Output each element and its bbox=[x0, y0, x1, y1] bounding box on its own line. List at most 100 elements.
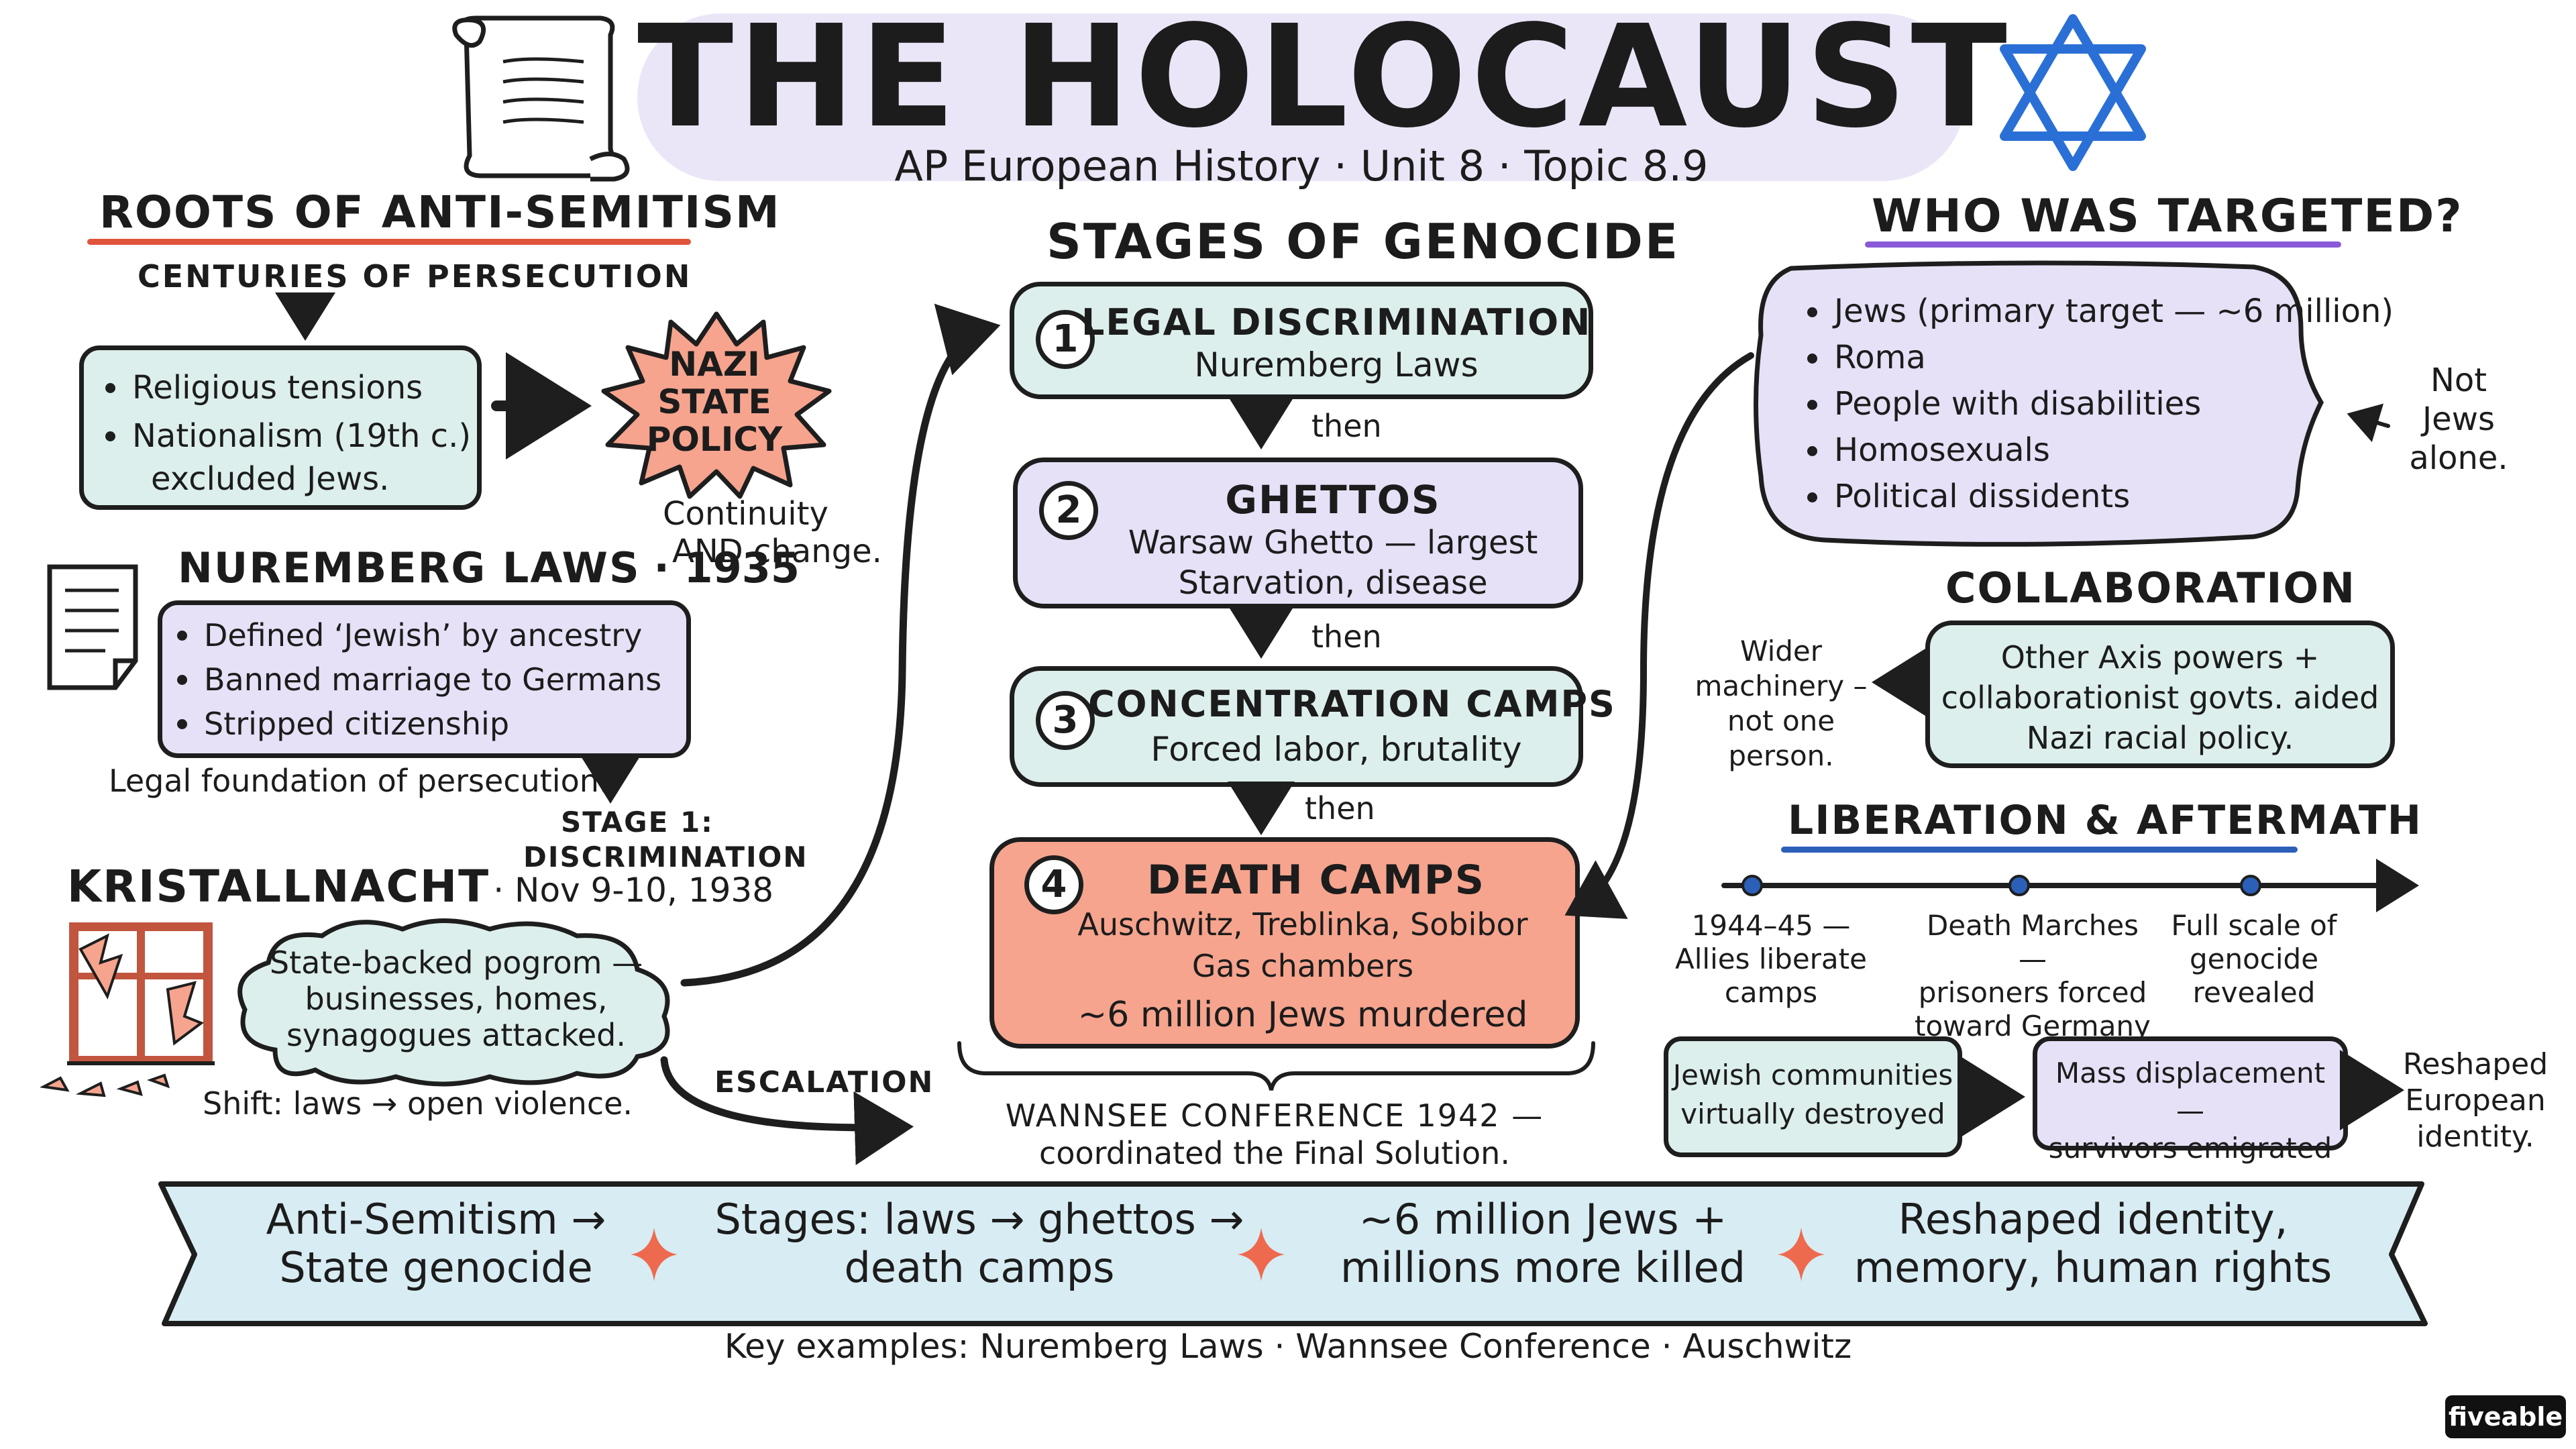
liberation-heading: LIBERATION & AFTERMATH bbox=[1788, 797, 2422, 844]
targeted-list: Jews (primary target — ~6 million) Roma … bbox=[1792, 288, 2394, 520]
event-line: prisoners forced bbox=[1918, 976, 2147, 1009]
stage-number: 4 bbox=[1024, 855, 1083, 914]
shift-note: Shift: laws → open violence. bbox=[203, 1085, 633, 1122]
targeted-item: Homosexuals bbox=[1807, 427, 2394, 474]
wider-machinery-note: Wider machinery – not one person. bbox=[1684, 634, 1878, 773]
targeted-item: People with disabilities bbox=[1807, 381, 2394, 427]
stage-number: 2 bbox=[1039, 481, 1098, 540]
event-line: genocide bbox=[2189, 943, 2319, 975]
aftermath-line: Jewish communities bbox=[1672, 1059, 1953, 1091]
then-label: then bbox=[1311, 408, 1382, 444]
wannsee-note: WANNSEE CONFERENCE 1942 — coordinated th… bbox=[973, 1097, 1576, 1172]
collab-line: collaborationist govts. aided bbox=[1941, 680, 2379, 716]
event-line: camps bbox=[1724, 976, 1818, 1009]
cloud-line: State-backed pogrom — bbox=[269, 945, 643, 981]
nuremberg-year: · 1935 bbox=[653, 543, 800, 592]
aftermath-line: virtually destroyed bbox=[1680, 1097, 1945, 1130]
cloud-line: businesses, homes, bbox=[305, 981, 608, 1017]
document-icon bbox=[47, 564, 138, 690]
roots-heading: ROOTS OF ANTI-SEMITISM bbox=[99, 186, 781, 238]
key-examples: Key examples: Nuremberg Laws · Wannsee C… bbox=[724, 1327, 1852, 1366]
collab-line: Nazi racial policy. bbox=[2026, 720, 2294, 756]
roots-item: Religious tensions bbox=[105, 364, 477, 412]
result-line: identity. bbox=[2416, 1120, 2534, 1154]
banner-line: Reshaped identity, bbox=[1898, 1195, 2288, 1244]
targeted-item: Political dissidents bbox=[1807, 474, 2394, 520]
stage-1-box: 1 LEGAL DISCRIMINATION Nuremberg Laws bbox=[1010, 282, 1593, 399]
event-line: Allies liberate bbox=[1675, 943, 1867, 975]
stage-title: CONCENTRATION CAMPS bbox=[1088, 683, 1616, 725]
kristallnacht-title: KRISTALLNACHT bbox=[67, 861, 490, 912]
then-label: then bbox=[1311, 619, 1382, 655]
event-line: Death Marches — bbox=[1926, 909, 2139, 975]
note-line: Not bbox=[2430, 362, 2487, 399]
banner-item: Reshaped identity, memory, human rights bbox=[1825, 1195, 2361, 1292]
wannsee-line: coordinated the Final Solution. bbox=[1039, 1135, 1510, 1171]
continuity-note: Continuity AND change. bbox=[657, 495, 882, 570]
aftermath-line: survivors emigrated bbox=[2048, 1132, 2332, 1165]
kristallnacht-date: · Nov 9-10, 1938 bbox=[493, 871, 774, 910]
continuity-line: AND change. bbox=[672, 533, 882, 570]
timeline-event: 1944–45 — Allies liberate camps bbox=[1657, 909, 1885, 1010]
liberation-underline bbox=[1781, 847, 2298, 853]
targeted-cloud bbox=[1754, 260, 2324, 547]
broken-window-icon bbox=[40, 922, 215, 1097]
nuremberg-item: Stripped citizenship bbox=[177, 702, 686, 746]
event-line: Full scale of bbox=[2171, 909, 2337, 942]
note-line: Wider bbox=[1739, 635, 1823, 667]
roots-underline bbox=[87, 239, 691, 245]
stage-3-box: 3 CONCENTRATION CAMPS Forced labor, brut… bbox=[1010, 666, 1616, 787]
stage-detail: Nuremberg Laws bbox=[1194, 345, 1479, 384]
title-highlight bbox=[637, 13, 1966, 181]
banner-item: Stages: laws → ghettos → death camps bbox=[698, 1195, 1261, 1292]
event-line: revealed bbox=[2192, 976, 2316, 1009]
targeted-item: Roma bbox=[1807, 335, 2394, 381]
banner-line: State genocide bbox=[279, 1243, 593, 1292]
cloud-line: synagogues attacked. bbox=[286, 1017, 626, 1053]
banner-line: death camps bbox=[844, 1243, 1115, 1292]
diamond-separator-icon bbox=[1778, 1228, 1825, 1281]
note-line: Jews bbox=[2422, 400, 2495, 438]
continuity-line: Continuity bbox=[663, 495, 828, 533]
targeted-item: Jews (primary target — ~6 million) bbox=[1807, 288, 2394, 335]
note-line: person. bbox=[1728, 739, 1834, 772]
event-line: 1944–45 — bbox=[1691, 909, 1851, 942]
roots-item-cont: excluded Jews. bbox=[151, 460, 390, 498]
kristallnacht-cloud bbox=[237, 918, 670, 1087]
timeline-event: Full scale of genocide revealed bbox=[2167, 909, 2341, 1010]
targeted-underline bbox=[1865, 241, 2341, 248]
aftermath-box-2: Mass displacement — survivors emigrated bbox=[2033, 1036, 2348, 1165]
aftermath-box-1: Jewish communities virtually destroyed bbox=[1664, 1036, 1962, 1157]
stage-detail: Auschwitz, Treblinka, Sobibor bbox=[1077, 906, 1528, 943]
wannsee-line: WANNSEE CONFERENCE 1942 — bbox=[1005, 1097, 1544, 1134]
nuremberg-title: NUREMBERG LAWS bbox=[178, 543, 641, 592]
reshaped-identity-note: Reshaped European identity. bbox=[2402, 1046, 2549, 1155]
stage-number: 3 bbox=[1036, 691, 1095, 750]
stage-detail: Forced labor, brutality bbox=[1150, 730, 1522, 769]
banner-line: millions more killed bbox=[1340, 1243, 1746, 1292]
stage-number: 1 bbox=[1036, 310, 1095, 369]
not-jews-alone-note: Not Jews alone. bbox=[2395, 361, 2522, 478]
stage-detail: Gas chambers bbox=[1191, 948, 1414, 984]
banner-item: ~6 million Jews + millions more killed bbox=[1295, 1195, 1791, 1292]
nuremberg-footnote: Legal foundation of persecution. bbox=[109, 763, 609, 799]
banner-line: Anti-Semitism → bbox=[266, 1195, 606, 1244]
summary-banner bbox=[158, 1181, 2428, 1326]
burst-line: POLICY bbox=[646, 420, 783, 459]
stage-2-box: 2 GHETTOS Warsaw Ghetto — largest Starva… bbox=[1013, 458, 1583, 608]
diamond-separator-icon bbox=[631, 1228, 678, 1281]
result-line: European bbox=[2405, 1083, 2546, 1118]
star-of-david-icon bbox=[2000, 14, 2146, 171]
diamond-separator-icon bbox=[1238, 1228, 1285, 1281]
stage-title: DEATH CAMPS bbox=[1147, 857, 1485, 904]
result-line: Reshaped bbox=[2402, 1047, 2548, 1081]
stage-detail: ~6 million Jews murdered bbox=[1077, 995, 1528, 1035]
banner-line: memory, human rights bbox=[1854, 1243, 2332, 1292]
nuremberg-item: Banned marriage to Germans bbox=[177, 657, 686, 702]
nazi-policy-label: NAZI STATE POLICY bbox=[631, 345, 798, 458]
stage-title: LEGAL DISCRIMINATION bbox=[1081, 301, 1592, 343]
kristallnacht-heading: KRISTALLNACHT · Nov 9-10, 1938 bbox=[67, 861, 773, 912]
collab-line: Other Axis powers + bbox=[2000, 639, 2320, 676]
collaboration-heading: COLLABORATION bbox=[1945, 564, 2357, 612]
